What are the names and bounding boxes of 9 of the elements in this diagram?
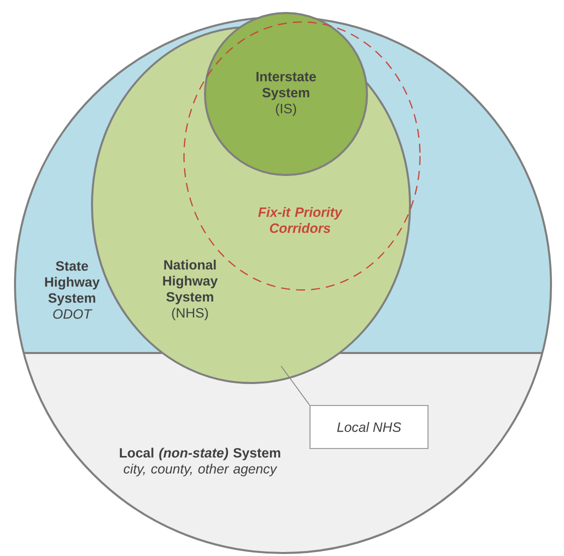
region-label: Local (non-state) System city, county, other agency <box>120 448 280 476</box>
region-label: State Highway System ODOT <box>45 261 100 319</box>
node-label: State Highway System <box>45 261 100 306</box>
label-box: Local NHS <box>310 405 428 449</box>
leader-line <box>280 366 310 406</box>
region-label: Fix-it Priority Corridors <box>258 207 343 233</box>
node-label: ODOT <box>53 309 92 319</box>
region-label: Interstate System (IS) <box>256 72 316 116</box>
region-label: National Highway System (NHS) <box>163 260 218 320</box>
